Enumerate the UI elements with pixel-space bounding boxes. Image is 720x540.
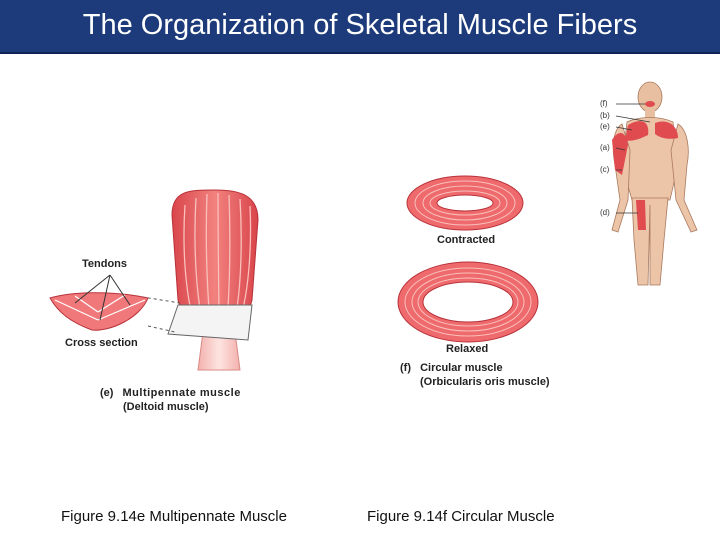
figure-f-title: (f) Circular muscle [400, 362, 503, 374]
tendons-label: Tendons [82, 258, 128, 270]
figure-f-name: Circular muscle [420, 362, 503, 374]
slide-title: The Organization of Skeletal Muscle Fibe… [82, 9, 638, 41]
human-body-figure [611, 81, 698, 286]
figure-f-muscle: (Orbicularis oris muscle) [420, 376, 550, 388]
caption-circular: Figure 9.14f Circular Muscle [367, 508, 555, 525]
contracted-label: Contracted [437, 234, 496, 246]
figure-f-letter: (f) [400, 362, 411, 374]
body-key-a: (a) [600, 143, 610, 152]
figure-e-title: (e) Multipennate muscle [100, 387, 241, 399]
relaxed-label: Relaxed [446, 343, 489, 355]
circular-muscle-relaxed [397, 261, 539, 343]
caption-multipennate: Figure 9.14e Multipennate Muscle [61, 508, 287, 525]
body-key-e: (e) [600, 122, 610, 131]
figure-e-muscle: (Deltoid muscle) [123, 401, 209, 413]
cross-section-label: Cross section [65, 337, 138, 349]
body-key-c: (c) [600, 165, 610, 174]
title-bar: The Organization of Skeletal Muscle Fibe… [0, 0, 720, 54]
figure-e-name: Multipennate muscle [122, 387, 241, 399]
figure-e-letter: (e) [100, 387, 114, 399]
body-key-f: (f) [600, 99, 608, 108]
body-key-d: (d) [600, 208, 610, 217]
cross-section-diagram [49, 274, 149, 331]
multipennate-muscle [129, 189, 259, 371]
body-key-b: (b) [600, 111, 610, 120]
circular-muscle-contracted [406, 175, 524, 231]
